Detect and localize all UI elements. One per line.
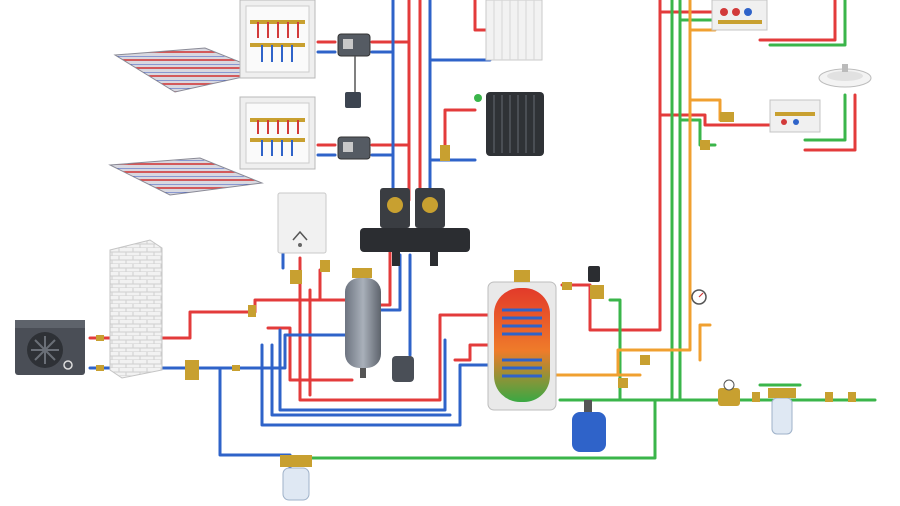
water-filter-left (280, 455, 312, 501)
mixing-pump-group-lower (337, 136, 371, 160)
pressure-reducing-valve (718, 379, 740, 406)
return-pipes (88, 0, 492, 477)
water-manifold-upper (711, 0, 768, 31)
expansion-vessel (572, 400, 606, 452)
floor-heating-loop-lower (108, 157, 264, 196)
brick-wall (109, 239, 163, 379)
wash-basin (818, 64, 872, 88)
pressure-gauge (691, 289, 707, 305)
wall-gas-boiler (277, 192, 327, 254)
cold-water-pipes (308, 0, 877, 460)
steel-radiator (485, 0, 543, 61)
floor-heating-manifold-upper (239, 0, 316, 79)
cast-iron-radiator (474, 92, 544, 156)
buffer-tank (345, 268, 381, 378)
hot-water-cylinder (487, 270, 557, 411)
hot-water-pipes (553, 0, 722, 377)
ball-valves (96, 112, 856, 402)
mixing-pump-group-upper (337, 33, 371, 108)
pump-distribution-manifold (360, 188, 470, 266)
heat-pump-outdoor-unit (15, 320, 85, 375)
supply-pipes (88, 0, 857, 402)
water-filter-right (768, 388, 796, 435)
floor-heating-manifold-lower (239, 96, 316, 170)
dhw-controller (588, 266, 600, 282)
water-manifold-lower (769, 99, 821, 133)
small-expansion-vessel (392, 356, 414, 382)
